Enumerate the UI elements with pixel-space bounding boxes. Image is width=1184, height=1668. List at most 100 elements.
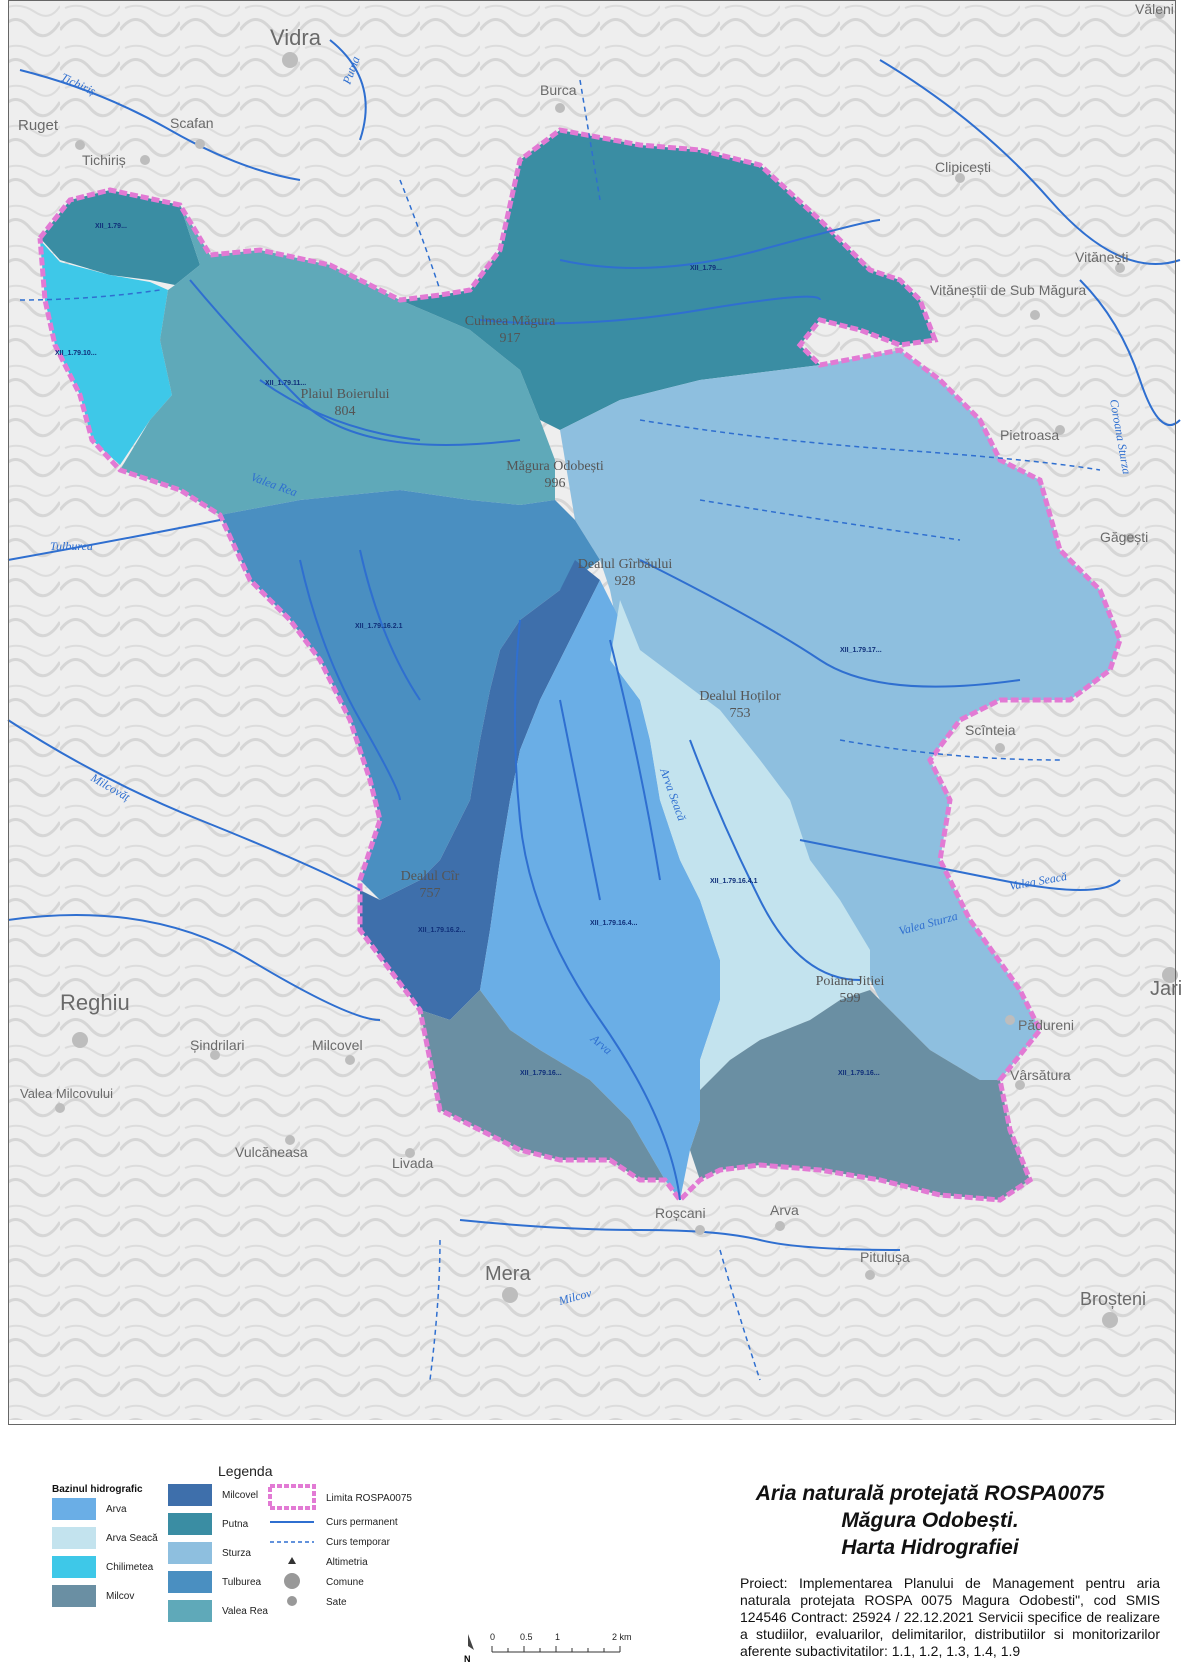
river-line bbox=[799, 839, 1121, 891]
label-valeni: Văleni bbox=[1135, 1, 1174, 17]
legend-milcovel: Milcovel bbox=[168, 1484, 258, 1506]
label-mera: Mera bbox=[485, 1263, 531, 1285]
legend-sturza: Sturza bbox=[168, 1542, 251, 1564]
legend-milcov: Milcov bbox=[52, 1585, 134, 1607]
label-roscani: Roșcani bbox=[655, 1205, 706, 1221]
peak-altitude: 753 bbox=[730, 706, 751, 721]
legend-label: Milcovel bbox=[222, 1489, 259, 1501]
scale-bar: N 0 0.5 1 2 km bbox=[464, 1632, 632, 1664]
rivers bbox=[7, 39, 1181, 1251]
legend-arva: Arva bbox=[52, 1498, 127, 1520]
basin-putna-nw bbox=[40, 190, 200, 285]
river-line bbox=[514, 619, 681, 1201]
legend-swatch bbox=[168, 1484, 212, 1506]
settlement-markers bbox=[55, 9, 1178, 1328]
temporary-stream bbox=[429, 1239, 441, 1381]
map-title: Aria naturală protejată ROSPA0075 Măgura… bbox=[700, 1480, 1160, 1561]
river-line bbox=[689, 739, 861, 981]
label-valea-milcovului: Valea Milcovului bbox=[20, 1086, 113, 1101]
commune-symbol bbox=[284, 1573, 300, 1589]
label-livada: Livada bbox=[392, 1155, 433, 1171]
basin-arva bbox=[480, 580, 720, 1200]
title-line-2: Măgura Odobești. bbox=[841, 1509, 1019, 1532]
peak-altitude: 804 bbox=[335, 404, 356, 419]
basin-code: XII_1.79.16... bbox=[520, 1070, 562, 1077]
village-symbol bbox=[287, 1596, 297, 1606]
peak-name: Dealul Gîrbăului bbox=[578, 557, 673, 572]
basin-milcovel bbox=[360, 560, 600, 1020]
rospa-boundary bbox=[37, 127, 1123, 1204]
label-arva: Arva bbox=[770, 1202, 799, 1218]
label-tichiris: Tichiriș bbox=[82, 152, 126, 168]
peak-altitude: 917 bbox=[500, 331, 521, 346]
river-line bbox=[7, 719, 361, 891]
basin-code: XII_1.79.16.2.1 bbox=[355, 623, 403, 630]
legend-label: Arva bbox=[106, 1503, 127, 1515]
basin-arva-seaca bbox=[610, 600, 870, 1090]
temporary-streams bbox=[19, 79, 1101, 1381]
legend-chilimetea: Chilimetea bbox=[52, 1556, 153, 1578]
river-line bbox=[559, 219, 881, 269]
title-line-3: Harta Hidrografiei bbox=[841, 1536, 1019, 1559]
scale-tick-label: 2 km bbox=[612, 1632, 632, 1642]
project-description: Proiect: Implementarea Planului de Manag… bbox=[740, 1575, 1160, 1659]
legend-symbols: Limita ROSPA0075 Curs permanent Curs tem… bbox=[268, 1484, 412, 1608]
label-milcovel: Milcovel bbox=[312, 1037, 363, 1053]
temporary-stream bbox=[639, 419, 1101, 471]
legend-label: Valea Rea bbox=[222, 1605, 268, 1617]
label-scafan: Scafan bbox=[170, 115, 214, 131]
label-padureni: Pădureni bbox=[1018, 1017, 1074, 1033]
scale-tick-label: 0.5 bbox=[520, 1632, 533, 1642]
north-arrow-icon bbox=[468, 1634, 474, 1650]
legend-swatch bbox=[168, 1571, 212, 1593]
legend-swatch bbox=[168, 1542, 212, 1564]
river-line bbox=[609, 639, 661, 881]
label-varsatura: Vârsătura bbox=[1010, 1067, 1071, 1083]
label-burca: Burca bbox=[540, 82, 577, 98]
label-reghiu: Reghiu bbox=[60, 990, 130, 1015]
symbol-label: Curs temporar bbox=[326, 1537, 391, 1548]
legend-swatch bbox=[168, 1513, 212, 1535]
basin-code: XII_1.79.17... bbox=[840, 647, 882, 654]
river-line bbox=[189, 279, 521, 446]
legend-label: Putna bbox=[222, 1518, 249, 1530]
basin-code: XII_1.79.16.4.1 bbox=[710, 878, 758, 885]
temporary-stream bbox=[399, 179, 441, 291]
legend-tulburea: Tulburea bbox=[168, 1571, 261, 1593]
river-line bbox=[7, 914, 381, 1021]
river-line bbox=[639, 559, 1021, 688]
label-gagesti: Găgești bbox=[1100, 529, 1148, 545]
title-line-1: Aria naturală protejată ROSPA0075 bbox=[755, 1482, 1105, 1505]
label-sindrilari: Șindrilari bbox=[190, 1037, 244, 1053]
peak-altitude: 928 bbox=[615, 574, 636, 589]
basin-milcov-west bbox=[420, 990, 665, 1180]
basins bbox=[40, 130, 1120, 1200]
peak-name: Poiana Jitiei bbox=[816, 974, 885, 989]
settlement-labels: Vidra Burca Scafan Ruget Tichiriș Clipic… bbox=[18, 1, 1182, 1309]
symbol-label: Altimetria bbox=[326, 1557, 368, 1568]
label-pietroasa: Pietroasa bbox=[1000, 427, 1059, 443]
temporary-stream bbox=[699, 499, 961, 541]
boundary-symbol bbox=[268, 1484, 316, 1510]
peaks: Culmea Măgura 917 Plaiul Boierului 804 M… bbox=[300, 314, 884, 1006]
label-pitulusa: Pitulușa bbox=[860, 1249, 910, 1265]
river-line bbox=[559, 699, 601, 901]
label-clipicesti: Clipicești bbox=[935, 159, 991, 175]
hydrography-map: Vidra Burca Scafan Ruget Tichiriș Clipic… bbox=[7, 0, 1182, 1420]
peak-name: Culmea Măgura bbox=[465, 314, 556, 329]
peak-name: Dealul Cîr bbox=[401, 869, 460, 884]
river-line bbox=[259, 379, 421, 441]
basin-code: XII_1.79... bbox=[95, 223, 127, 230]
legend-swatch bbox=[52, 1498, 96, 1520]
basin-code: XII_1.79.10... bbox=[55, 350, 97, 357]
temporary-stream bbox=[839, 739, 1061, 761]
basin-code: XII_1.79... bbox=[690, 265, 722, 272]
basin-code: XII_1.79.11... bbox=[265, 380, 306, 387]
symbol-label: Sate bbox=[326, 1597, 347, 1608]
river-label: Tulburea bbox=[50, 539, 93, 553]
basin-sturza bbox=[560, 350, 1120, 1080]
peak-altitude: 996 bbox=[545, 476, 566, 491]
basin-code: XII_1.79.16... bbox=[838, 1070, 880, 1077]
river-line bbox=[1079, 279, 1181, 426]
river-line bbox=[359, 549, 421, 701]
